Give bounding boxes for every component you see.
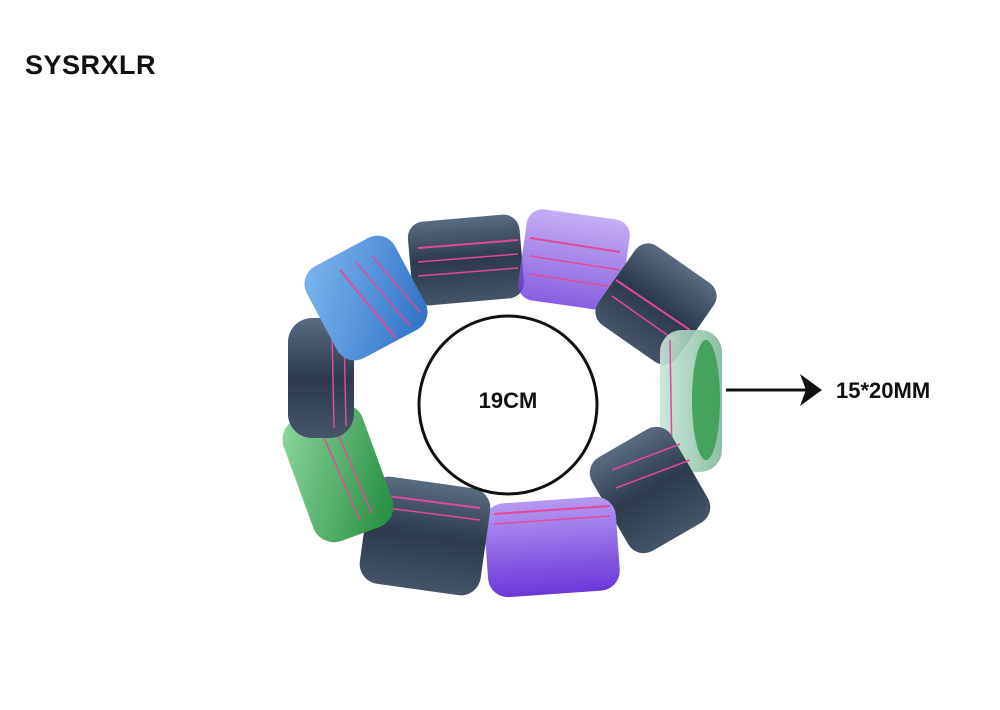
bead-purple-bottom bbox=[484, 496, 620, 598]
circumference-circle bbox=[417, 314, 599, 496]
bracelet bbox=[282, 209, 722, 598]
bead-green-left bbox=[282, 403, 394, 543]
bead-purple-top bbox=[518, 209, 630, 311]
brand-logo-text: SYSRXLR bbox=[25, 50, 157, 80]
bead-blue-top-left bbox=[304, 235, 428, 361]
bead-dark-top bbox=[407, 214, 525, 306]
bead-size-label: 15*20MM bbox=[836, 378, 931, 403]
arrow-right-icon bbox=[726, 374, 822, 406]
bead-dark-right-bottom bbox=[589, 426, 711, 554]
circumference-label: 19CM bbox=[478, 388, 538, 413]
